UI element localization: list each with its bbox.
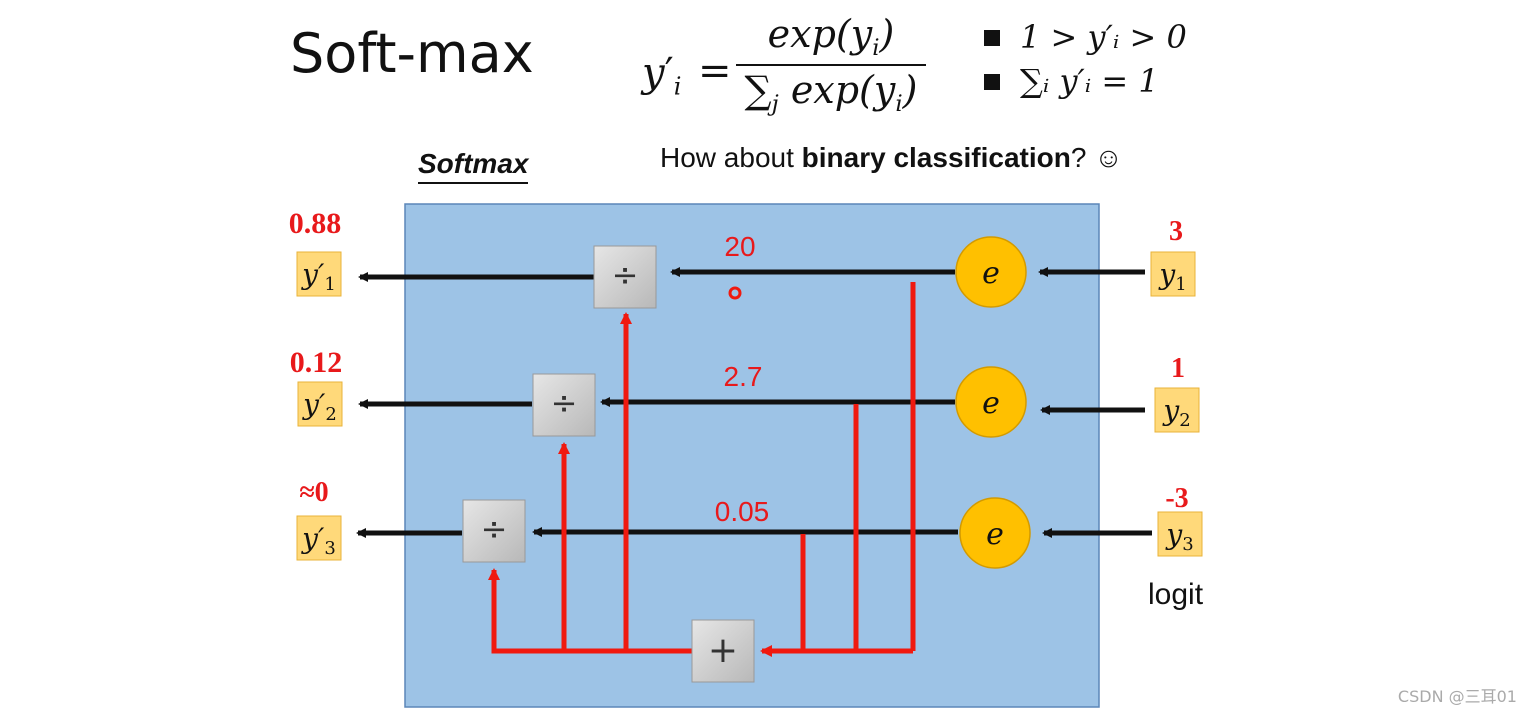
input-value-1: 3 bbox=[1169, 216, 1183, 247]
formula-lhs: y′i bbox=[642, 50, 682, 101]
input-value-2: 1 bbox=[1171, 353, 1185, 384]
output-value-1: 0.88 bbox=[289, 207, 342, 240]
property-text: 1 > y′ᵢ > 0 bbox=[1020, 18, 1187, 56]
property-text: ∑ᵢ y′ᵢ = 1 bbox=[1020, 62, 1159, 100]
logit-label: logit bbox=[1148, 578, 1204, 611]
exp-value-1: 20 bbox=[724, 231, 755, 262]
watermark: CSDN @三耳01 bbox=[1397, 687, 1517, 706]
formula-equals: = bbox=[698, 48, 732, 94]
divide-icon: ÷ bbox=[481, 510, 508, 548]
fraction-bar bbox=[736, 64, 926, 66]
sum-box bbox=[691, 619, 755, 683]
output-label-3: y′3 bbox=[300, 522, 336, 559]
divide-icon: ÷ bbox=[612, 256, 639, 294]
softmax-formula: y′i = exp(yi) ∑j exp(yi) bbox=[640, 12, 940, 122]
input-box-1 bbox=[1150, 251, 1196, 297]
output-box-1 bbox=[296, 251, 342, 297]
input-label-2: y2 bbox=[1161, 394, 1190, 431]
divide-box-2 bbox=[532, 373, 596, 437]
input-value-3: -3 bbox=[1165, 483, 1188, 514]
bullet-square-icon bbox=[984, 74, 1000, 90]
output-value-3: ≈0 bbox=[299, 477, 328, 508]
exp-value-2: 2.7 bbox=[724, 361, 763, 392]
input-box-3 bbox=[1157, 511, 1203, 557]
input-box-2 bbox=[1154, 387, 1200, 433]
exp-label: e bbox=[982, 256, 1000, 291]
exp-node-3 bbox=[959, 497, 1031, 569]
pointer-dot bbox=[728, 286, 742, 300]
question-text: How about binary classification? ☺ bbox=[660, 142, 1123, 173]
softmax-label: Softmax bbox=[418, 148, 529, 184]
input-label-1: y1 bbox=[1157, 258, 1186, 295]
exp-label: e bbox=[986, 517, 1004, 552]
divide-box-1 bbox=[593, 245, 657, 309]
page-title: Soft-max bbox=[290, 22, 534, 85]
output-label-1: y′1 bbox=[300, 258, 336, 295]
exp-label: e bbox=[982, 386, 1000, 421]
output-value-2: 0.12 bbox=[290, 346, 343, 379]
divide-icon: ÷ bbox=[551, 384, 578, 422]
bullet-square-icon bbox=[984, 30, 1000, 46]
exp-node-1 bbox=[955, 236, 1027, 308]
plus-icon: + bbox=[708, 630, 738, 671]
exp-value-3: 0.05 bbox=[715, 496, 770, 527]
divide-box-3 bbox=[462, 499, 526, 563]
output-label-2: y′2 bbox=[301, 388, 337, 425]
output-box-2 bbox=[297, 381, 343, 427]
output-box-3 bbox=[296, 515, 342, 561]
formula-denominator: ∑j exp(yi) bbox=[744, 68, 918, 117]
exp-node-2 bbox=[955, 366, 1027, 438]
formula-numerator: exp(yi) bbox=[767, 12, 895, 61]
input-label-3: y3 bbox=[1164, 518, 1193, 555]
